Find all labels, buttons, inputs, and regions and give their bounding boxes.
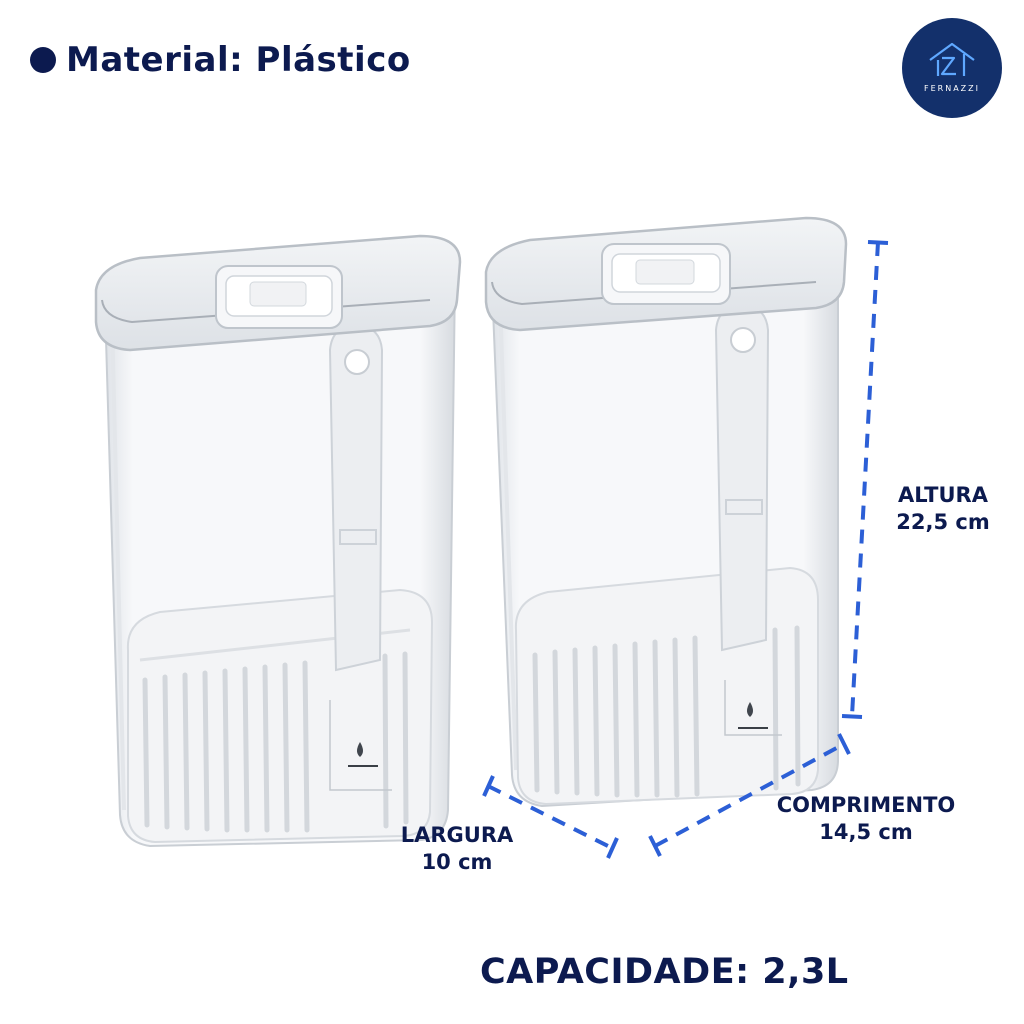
bullet-dot-icon bbox=[30, 47, 56, 73]
right-container bbox=[484, 216, 848, 808]
comprimento-label: COMPRIMENTO bbox=[776, 793, 956, 817]
water-drop-icon bbox=[357, 742, 363, 757]
altura-value: 22,5 cm bbox=[896, 510, 990, 534]
altura-label: ALTURA bbox=[898, 483, 988, 507]
capacity-label: CAPACIDADE: 2,3L bbox=[480, 952, 849, 992]
comprimento-dimension: COMPRIMENTO 14,5 cm bbox=[760, 792, 972, 846]
right-lift-handle bbox=[714, 303, 770, 652]
altura-line bbox=[841, 240, 889, 719]
house-logo-icon bbox=[929, 42, 975, 76]
largura-line bbox=[482, 775, 619, 859]
material-label: Material: Plástico bbox=[66, 40, 411, 80]
left-lift-handle bbox=[328, 323, 384, 672]
largura-label: LARGURA bbox=[400, 823, 514, 847]
logo-brand-text: FERNAZZI bbox=[924, 84, 980, 93]
comprimento-line bbox=[648, 733, 851, 857]
brand-logo: FERNAZZI bbox=[902, 18, 1002, 118]
material-header: Material: Plástico bbox=[30, 40, 411, 80]
left-container bbox=[94, 234, 462, 848]
comprimento-value: 14,5 cm bbox=[819, 820, 913, 844]
right-basket bbox=[514, 566, 819, 806]
largura-value: 10 cm bbox=[421, 850, 493, 874]
left-basket bbox=[126, 588, 434, 844]
altura-dimension: ALTURA 22,5 cm bbox=[880, 482, 1006, 536]
dimension-lines bbox=[482, 240, 889, 859]
largura-dimension: LARGURA 10 cm bbox=[384, 822, 530, 876]
